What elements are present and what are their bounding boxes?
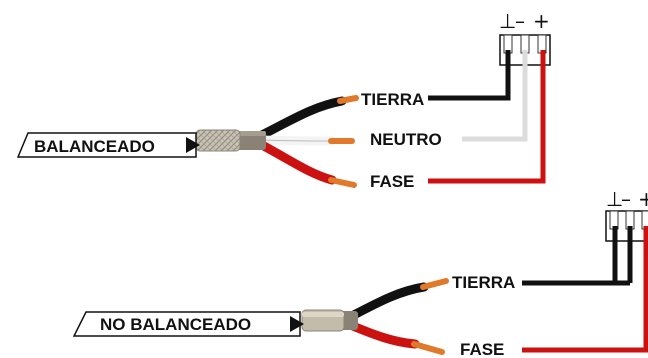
- unbalanced-ground-symbol: ⊥: [606, 187, 623, 211]
- balanced-phase-wire: [428, 50, 546, 184]
- balanced-cable: [195, 95, 359, 188]
- unbalanced-tag: NO BALANCEADO: [72, 311, 304, 337]
- balanced-minus-symbol: –: [515, 9, 525, 33]
- balanced-neutral-wire: [462, 50, 528, 142]
- unbalanced-phase-wire: [522, 226, 648, 353]
- balanced-label-neutro: NEUTRO: [370, 130, 442, 149]
- unbalanced-connector: ⊥ – +: [605, 187, 648, 242]
- unbalanced-cable: [301, 278, 449, 355]
- balanced-tag-text: BALANCEADO: [34, 137, 155, 156]
- balanced-plus-symbol: +: [533, 9, 550, 33]
- balanced-connector: ⊥ – +: [499, 9, 551, 66]
- balanced-ground-symbol: ⊥: [499, 9, 516, 33]
- balanced-diagram: ⊥ – + TIERRA NEUTRO FASE: [16, 9, 551, 191]
- balanced-label-tierra: TIERRA: [361, 90, 424, 109]
- unbalanced-label-fase: FASE: [460, 340, 504, 358]
- unbalanced-ground-wire: [522, 226, 618, 286]
- unbalanced-minus-symbol: –: [621, 187, 631, 211]
- unbalanced-plus-symbol: +: [638, 187, 648, 211]
- unbalanced-tag-text: NO BALANCEADO: [100, 315, 251, 334]
- unbalanced-diagram: ⊥ – + TIERRA FASE NO BALANCEADO: [72, 187, 648, 358]
- balanced-label-fase: FASE: [370, 172, 414, 191]
- balanced-tag: BALANCEADO: [16, 132, 200, 158]
- unbalanced-label-tierra: TIERRA: [452, 273, 515, 292]
- balanced-ground-wire: [428, 50, 511, 101]
